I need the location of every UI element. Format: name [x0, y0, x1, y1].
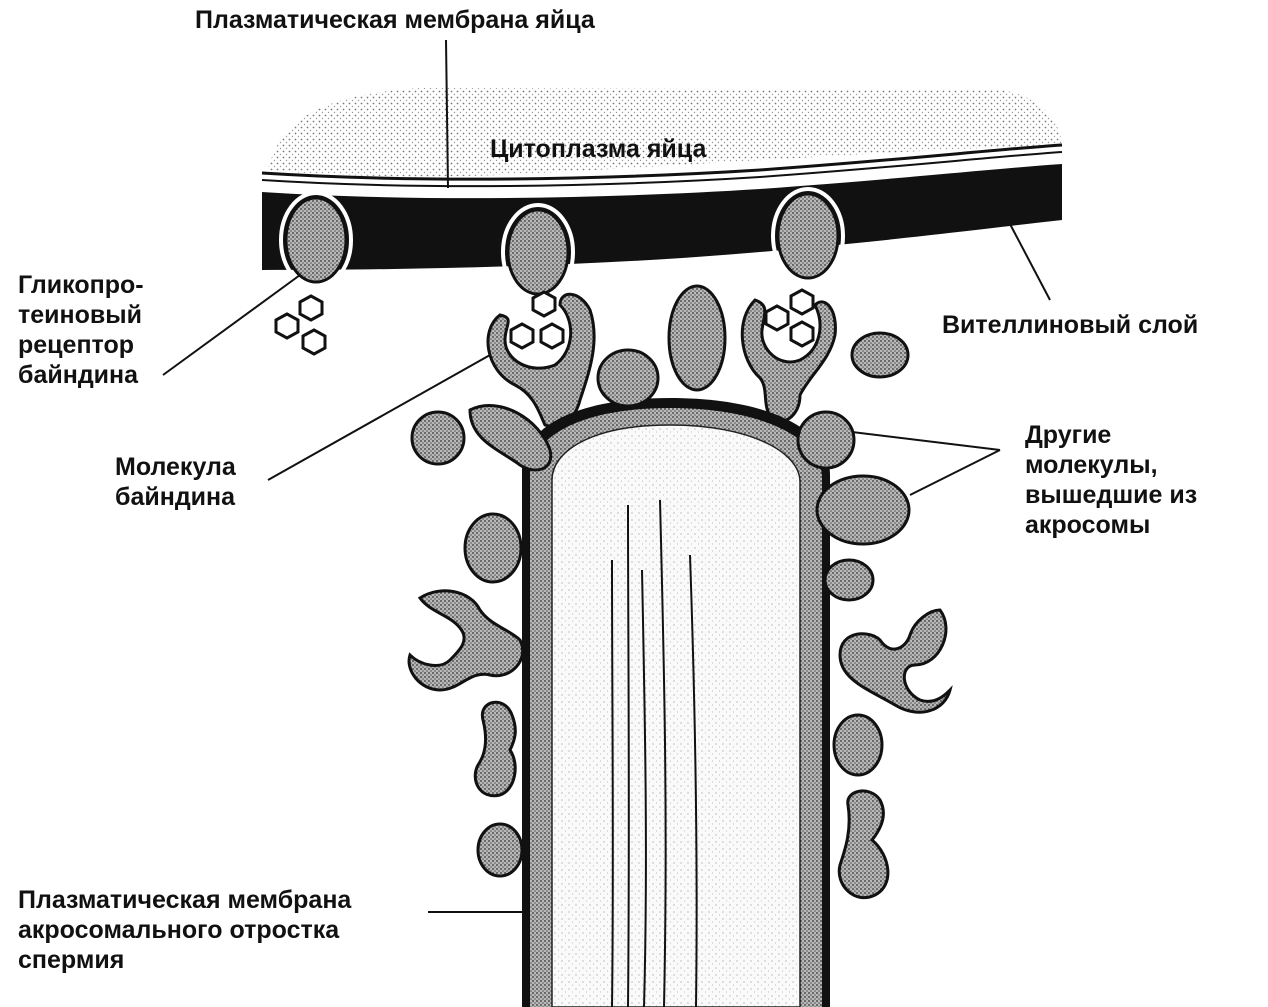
receptor-molecule [286, 198, 346, 282]
receptor-molecule [508, 210, 568, 294]
label-egg-plasma-membrane: Плазматическая мембрана яйца [195, 5, 595, 35]
acrosome-molecule [598, 350, 658, 406]
acrosome-molecule [840, 610, 950, 712]
leader-bindin [268, 355, 490, 480]
acrosome-molecule [669, 286, 725, 390]
label-bindin: Молекула байндина [115, 452, 236, 512]
acrosome-molecule [798, 412, 854, 468]
acrosome-molecule [817, 476, 909, 544]
acrosome-molecule [470, 406, 551, 470]
acrosome-molecule [412, 412, 464, 464]
leader-other-1 [852, 432, 1000, 450]
acrosome-molecule [465, 514, 521, 582]
acrosome-molecule [478, 824, 522, 876]
vitelline-layer [262, 164, 1062, 270]
acrosome-molecule [834, 715, 882, 775]
receptor-molecule [778, 194, 838, 278]
glycan-chains [276, 290, 813, 354]
acrosome-molecule [825, 560, 873, 600]
label-sperm-membrane: Плазматическая мембрана акросомального о… [18, 885, 351, 975]
label-receptor: Гликопро- теиновый рецептор байндина [18, 270, 144, 390]
leader-other-2 [910, 450, 1000, 495]
label-other-molecules: Другие молекулы, вышедшие из акросомы [1025, 420, 1197, 540]
acrosome-molecule [839, 791, 888, 898]
acrosome-molecule [852, 333, 908, 377]
label-vitelline-layer: Вителлиновый слой [942, 310, 1198, 340]
acrosome-molecule [409, 591, 523, 690]
label-egg-cytoplasm: Цитоплазма яйца [490, 134, 706, 164]
acrosome-molecule [475, 702, 515, 796]
